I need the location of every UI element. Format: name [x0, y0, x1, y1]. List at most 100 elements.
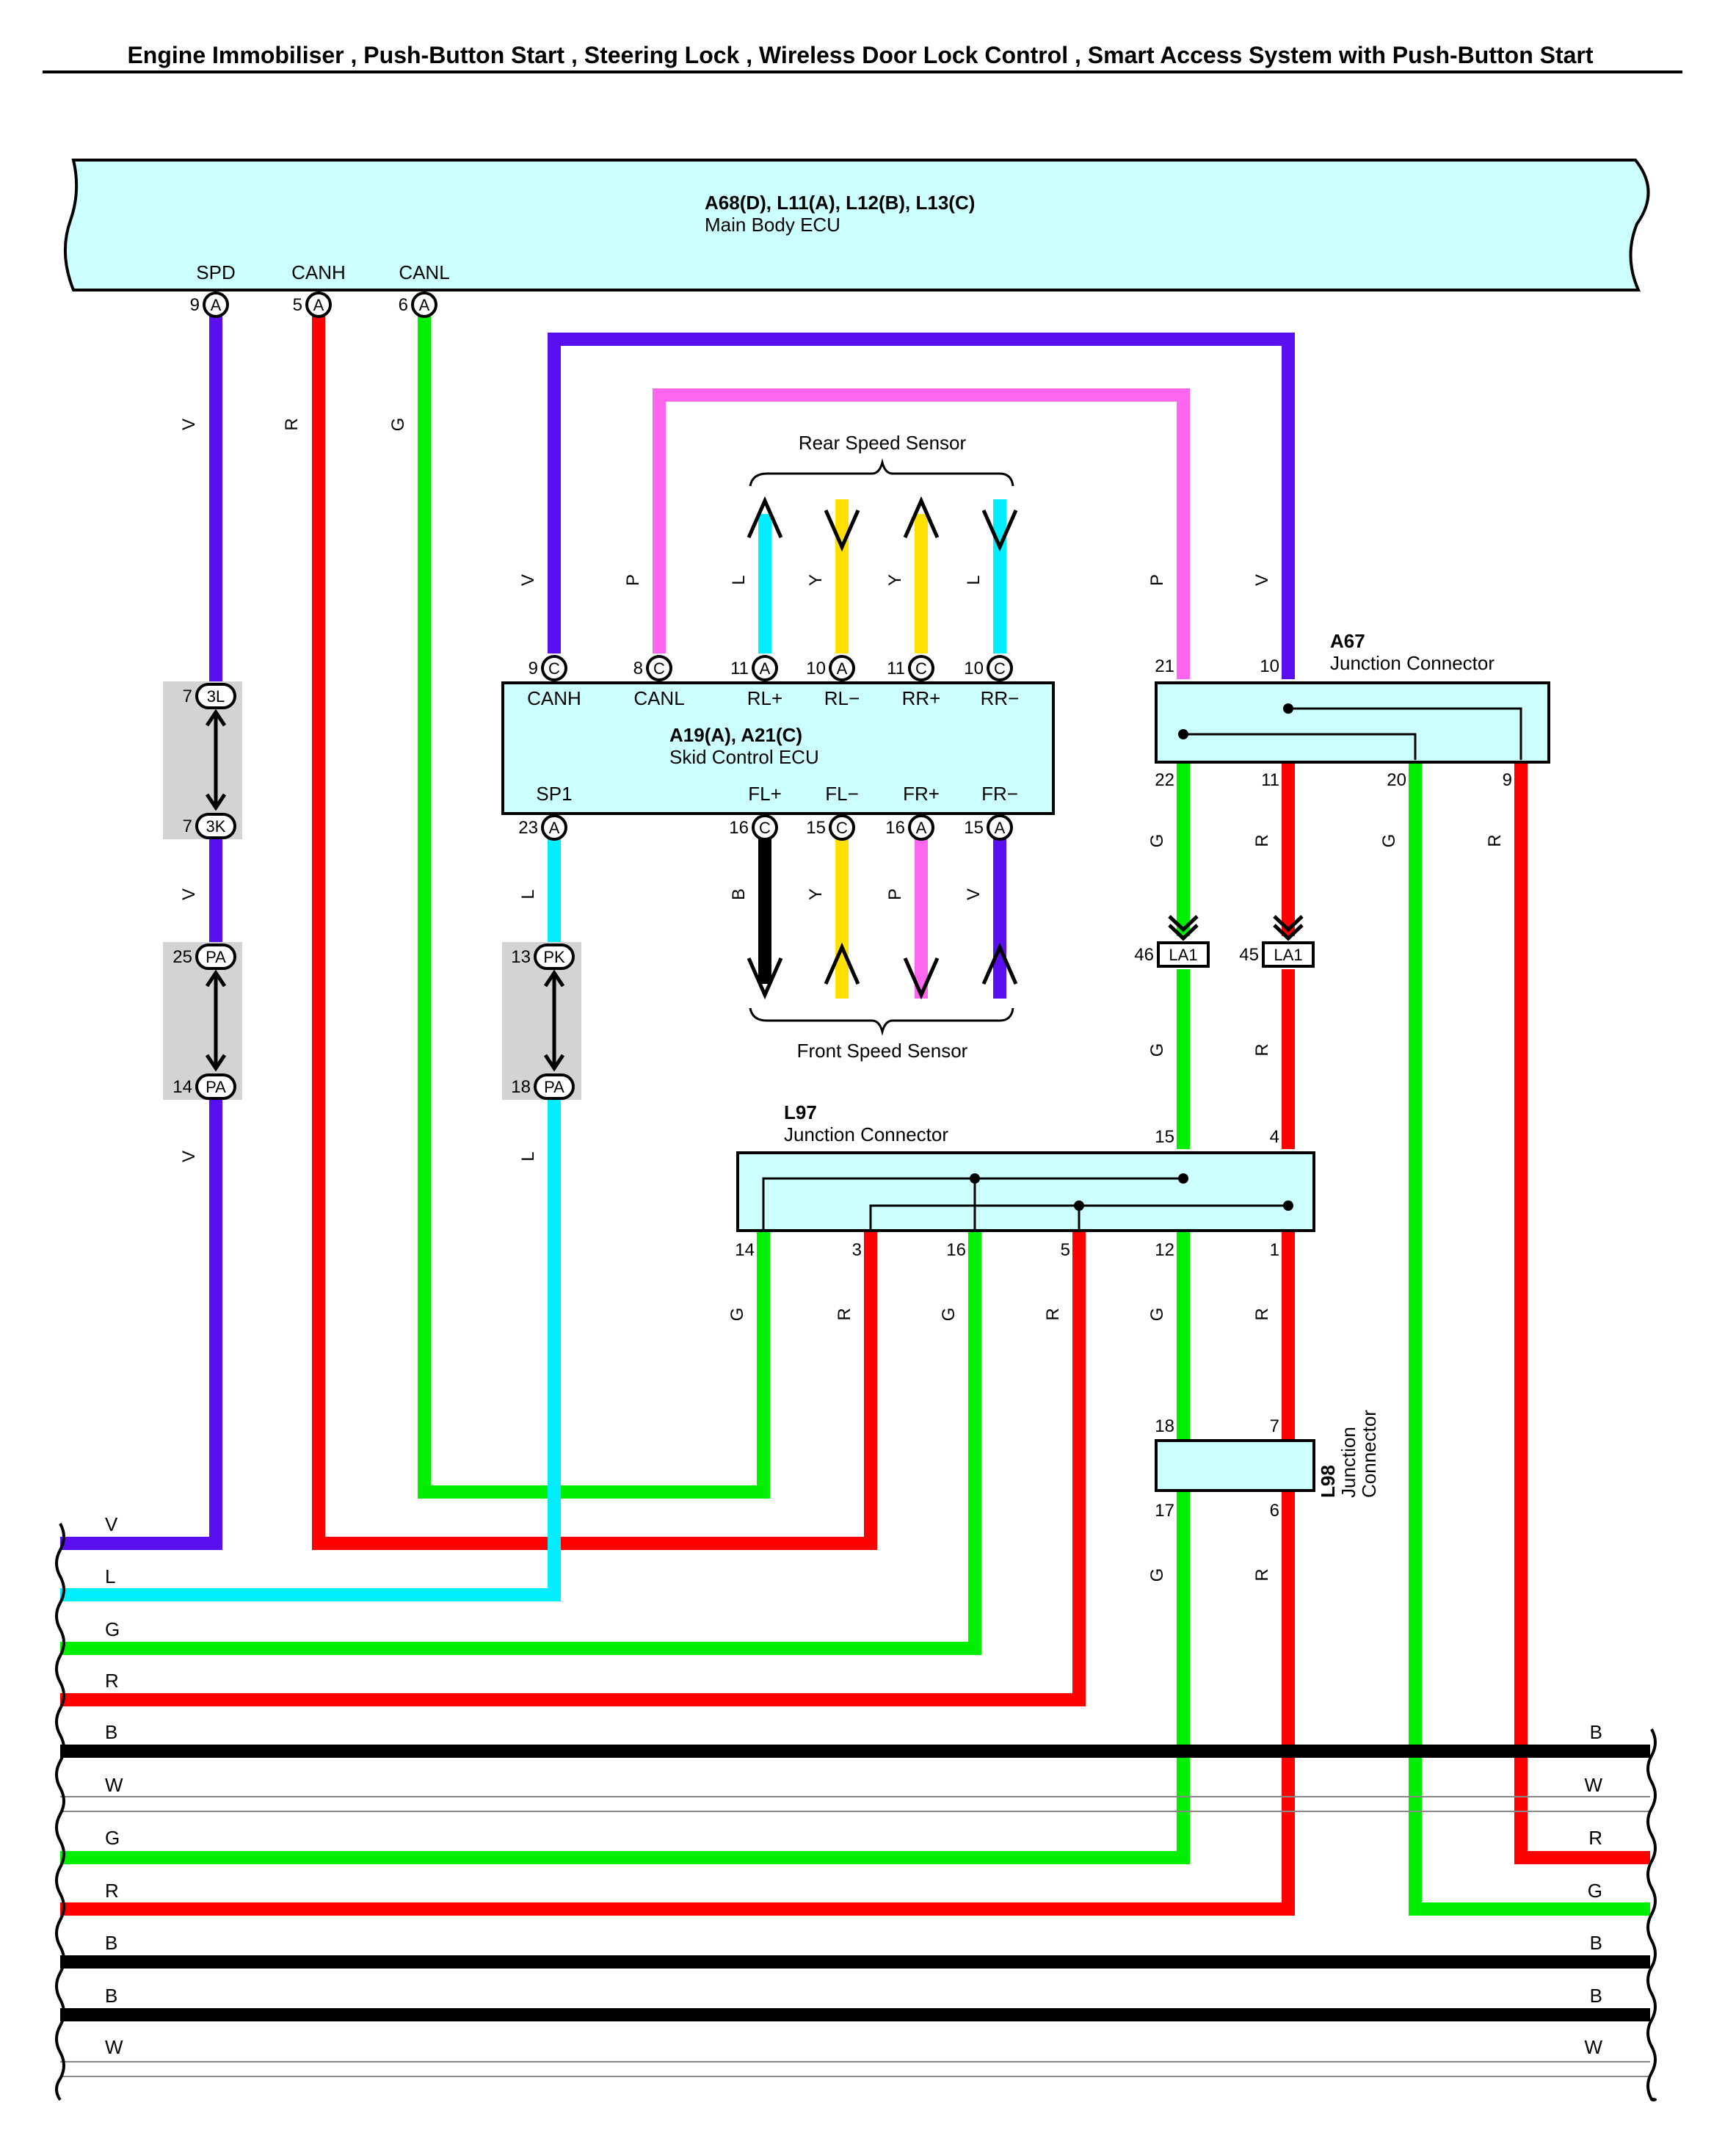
skid-top-label-1: CANL: [633, 687, 684, 709]
ecu-pin-2-num: 6: [399, 295, 408, 315]
skid-bot-pin-1-conn: C: [759, 819, 771, 837]
left-bus-label-6: G: [105, 1827, 120, 1849]
right-bus-label-5: B: [1590, 1985, 1602, 2007]
pins-layer: A9SPDA5CANHA6CANLC9CANHC8CANLA11RL+A10RL…: [172, 261, 1512, 1521]
wire-label-l97_12: G: [1147, 1308, 1167, 1322]
main-body-ecu-codes: A68(D), L11(A), L12(B), L13(C): [705, 192, 975, 214]
inline-connector-code-6: LA1: [1169, 946, 1197, 964]
wire-label-l97_14: G: [727, 1308, 747, 1322]
wire-ecu-canh: [312, 316, 877, 1550]
l97-bot-2: 16: [946, 1240, 966, 1260]
front-sensor-label: Front Speed Sensor: [797, 1040, 968, 1062]
inline-connector-5: [534, 1073, 575, 1100]
arrow-up-icon: [903, 496, 940, 539]
inline-connector-code-1: 3K: [206, 817, 226, 836]
a67-bot-1: 11: [1261, 770, 1279, 790]
inline-connector-1: [195, 813, 236, 839]
ecu-pin-2-circle: [411, 291, 437, 318]
right-bus-label-4: B: [1590, 1932, 1602, 1954]
right-bus-label-3: G: [1588, 1880, 1602, 1902]
sensor-wires: [758, 499, 1006, 999]
wire-skid-canl: [653, 388, 1190, 679]
wire-a67-9: [1514, 760, 1650, 1864]
inline-connector-num-7: 45: [1239, 945, 1259, 965]
wire-label-canl_ecu: G: [388, 418, 408, 432]
arrow-up-icon: [824, 942, 860, 985]
inline-connector-7: [1262, 941, 1315, 968]
skid-top-pin-4-conn: C: [915, 659, 927, 678]
skid-bot-label-1: FL+: [748, 783, 782, 805]
arrowhead-icon: [543, 1054, 565, 1072]
rear-sensor-label: Rear Speed Sensor: [799, 432, 967, 454]
arrowhead-icon: [205, 969, 227, 988]
skid-bot-pin-4-circle: [987, 814, 1013, 841]
skid-bot-label-4: FR−: [981, 783, 1018, 805]
a67-top-0: 21: [1155, 656, 1174, 676]
chevron-down-icon: [1168, 924, 1199, 941]
arrow-down-icon: [981, 509, 1018, 552]
ecu-pin-2-label: CANL: [399, 261, 449, 283]
l97-top-0: 15: [1155, 1127, 1174, 1147]
main-body-ecu-name: Main Body ECU: [705, 214, 840, 236]
l98-bot-1: 6: [1270, 1501, 1279, 1521]
ecu-pin-0-num: 9: [190, 295, 200, 315]
skid-top-pin-5-num: 10: [964, 659, 984, 678]
wire-sp1: [60, 839, 561, 1601]
skid-ecu-box: [501, 681, 1055, 815]
ecu-pin-1-circle: [305, 291, 332, 318]
l97-bot-5: 1: [1270, 1240, 1279, 1260]
wire-label-canh_ecu: R: [282, 418, 302, 430]
arrowhead-icon: [543, 969, 565, 988]
a67-bus-p: [1183, 733, 1417, 760]
skid-ecu-name: Skid Control ECU: [669, 746, 819, 768]
right-bus-break: [1646, 1728, 1657, 2101]
a67-splice-dot: [1283, 703, 1293, 714]
splice-arrows: [214, 712, 556, 1068]
skid-top-pin-0-conn: C: [548, 659, 560, 678]
wire-label-spd_1: V: [179, 419, 199, 430]
main-body-ecu-box: [63, 159, 1650, 291]
a67-top-1: 10: [1260, 656, 1279, 676]
l97-splice-dot: [1283, 1200, 1293, 1211]
skid-bot-pin-3-num: 16: [885, 818, 905, 838]
skid-bot-pin-0-circle: [541, 814, 567, 841]
wire-label-a67_9: R: [1485, 834, 1505, 847]
inline-connector-0: [195, 683, 236, 709]
inline-connector-num-6: 46: [1134, 945, 1154, 965]
a67-box: [1155, 681, 1550, 764]
wire-l97-16: [60, 1230, 981, 1655]
wire-label-a67_22: G: [1147, 834, 1167, 848]
left-bus-break: [55, 1523, 65, 2101]
arrowhead-icon: [205, 793, 227, 811]
arrowhead-icon: [205, 1054, 227, 1072]
a67-splice-dot: [1178, 729, 1188, 739]
chevron-down-icon: [1273, 915, 1304, 932]
left-bus-label-10: W: [105, 2036, 123, 2058]
white-wires: [60, 1796, 1650, 2077]
skid-bot-pin-2-circle: [829, 814, 855, 841]
skid-top-pin-3-circle: [829, 655, 855, 681]
inline-connector-code-2: PA: [206, 948, 226, 966]
a67-code: A67: [1330, 630, 1365, 652]
wire-a67-20: [1409, 760, 1650, 1916]
skid-top-pin-1-num: 8: [633, 659, 643, 678]
wire-label-rl_plus: L: [729, 575, 749, 584]
rear-sensor-brace: [749, 458, 1014, 487]
inline-connector-code-4: PK: [543, 948, 565, 966]
l98-code: L98: [1317, 1465, 1339, 1498]
left-bus-label-1: L: [105, 1565, 115, 1587]
wire-label-spd_3: V: [179, 1151, 199, 1162]
wire-label-a67_11: R: [1252, 834, 1272, 847]
skid-top-pin-0-num: 9: [529, 659, 538, 678]
skid-top-pin-1-circle: [646, 655, 672, 681]
skid-bot-pin-3-circle: [908, 814, 934, 841]
chevron-down-icon: [1273, 924, 1304, 941]
skid-bot-pin-2-conn: C: [836, 819, 848, 837]
l98-top-0: 18: [1155, 1416, 1174, 1436]
right-bus-label-2: R: [1588, 1827, 1602, 1849]
right-bus-label-0: B: [1590, 1721, 1602, 1743]
skid-top-pin-5-conn: C: [994, 659, 1006, 678]
l98-box: [1155, 1439, 1315, 1492]
